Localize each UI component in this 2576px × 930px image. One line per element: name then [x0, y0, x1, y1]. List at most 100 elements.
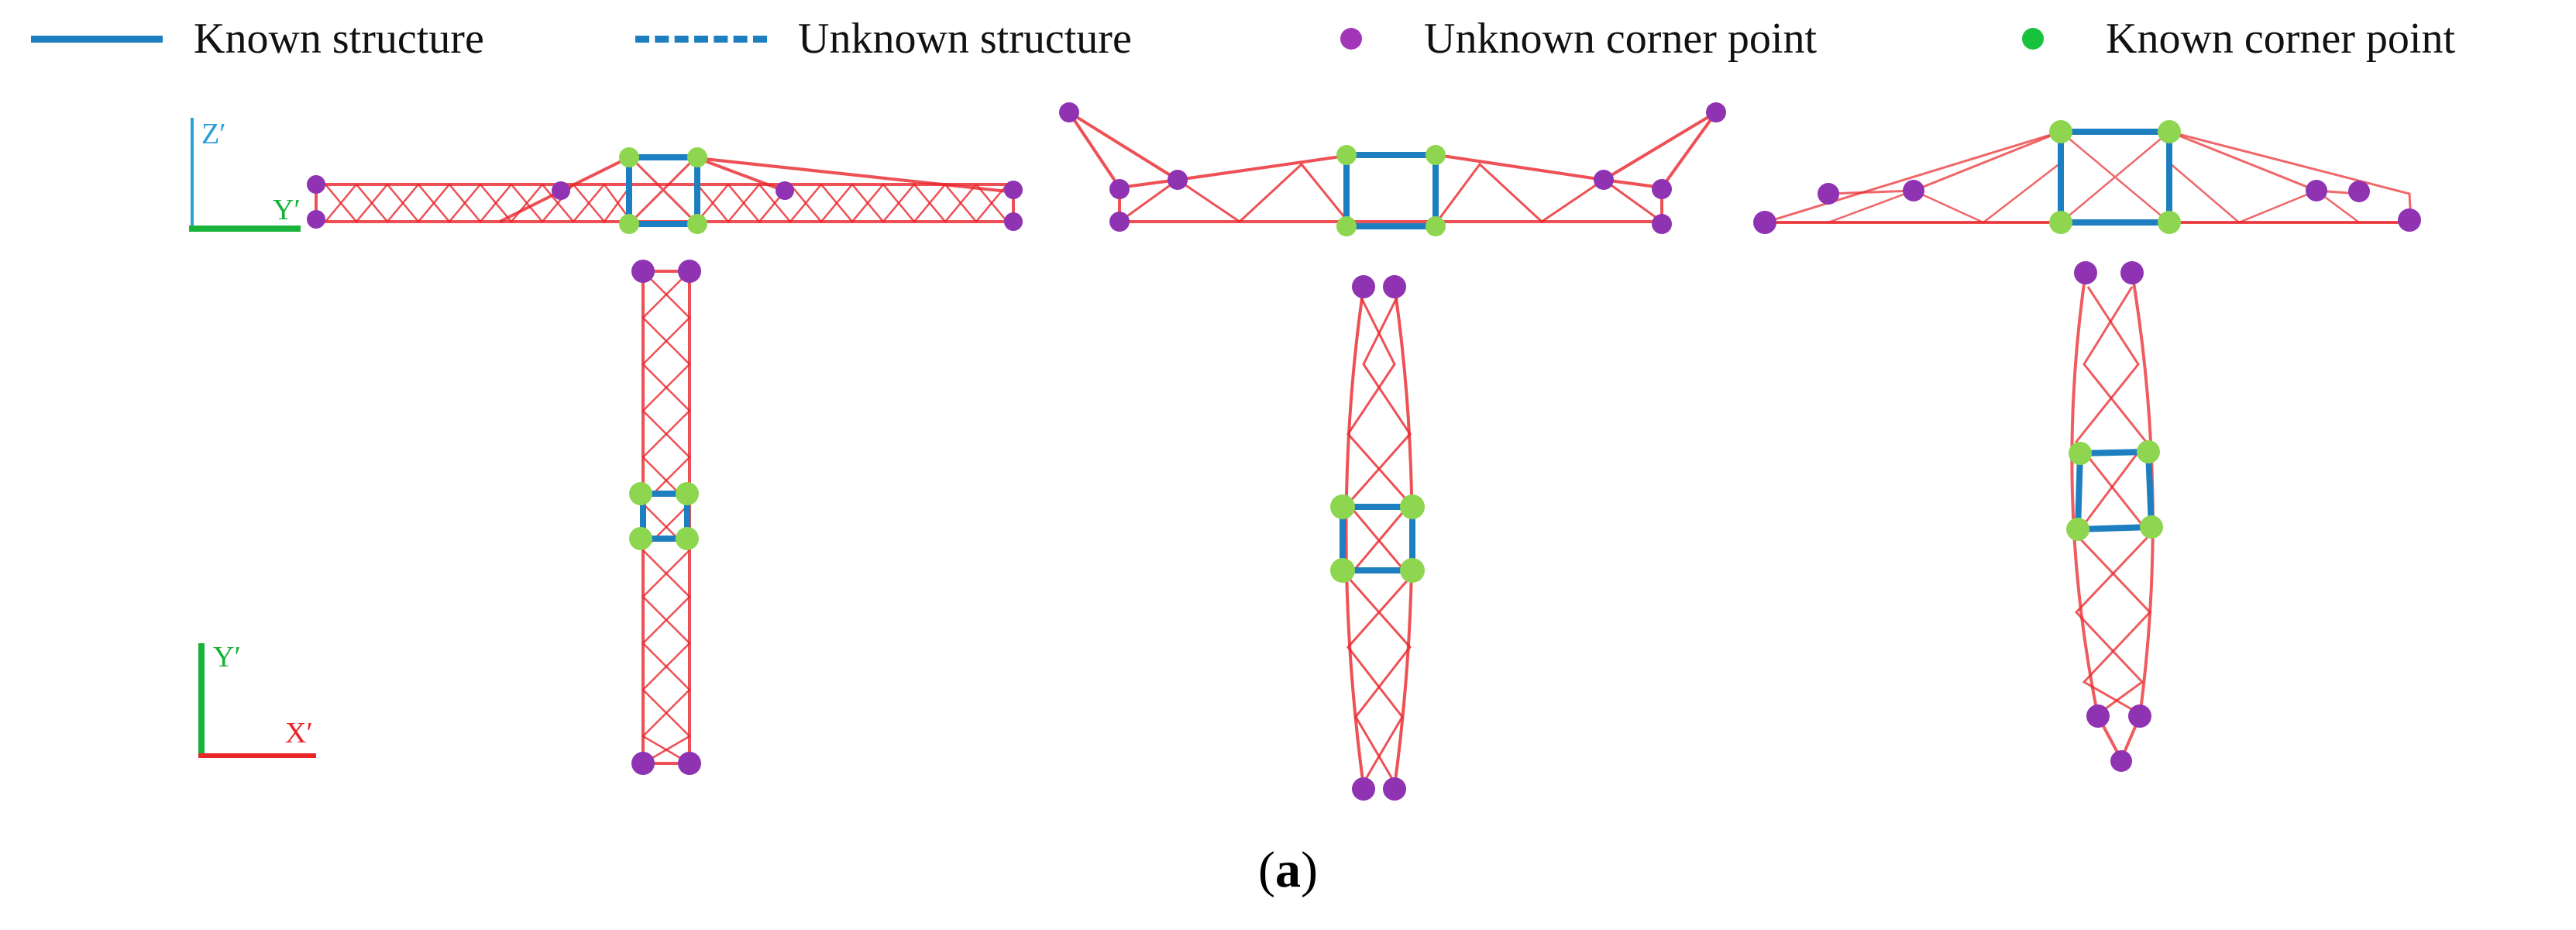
known-corner-point: [687, 147, 707, 167]
known-corner-point: [676, 482, 699, 505]
green-dot-swatch: [2022, 28, 2044, 50]
bottom-axis-indicator: Y′ X′: [198, 641, 316, 758]
unknown-corner-point: [1652, 179, 1672, 199]
known-corner-point: [619, 214, 639, 234]
legend-known-corner: Known corner point: [2022, 0, 2455, 78]
known-corner-point: [2158, 211, 2181, 234]
unknown-corner-point: [1109, 212, 1130, 232]
solid-line-swatch: [31, 35, 163, 43]
cab-known-box: [626, 154, 700, 227]
tower-box: [641, 270, 691, 765]
unknown-corner-point: [307, 175, 325, 194]
crane-3-known-points: [2049, 120, 2181, 541]
known-corner-point: [687, 214, 707, 234]
legend-label: Unknown structure: [798, 15, 1132, 63]
known-corner-point: [629, 527, 652, 550]
unknown-corner-point: [2110, 750, 2132, 772]
crane-1-unknown-points: [307, 175, 1023, 775]
jib-lattice-right: [696, 183, 1008, 223]
crane-3-unknown-points: [1753, 180, 2421, 772]
legend-unknown-corner: Unknown corner point: [1340, 0, 1817, 78]
jib-ends: [1119, 178, 1663, 189]
purple-dot-swatch: [1340, 28, 1362, 50]
known-corner-point: [2069, 442, 2092, 465]
known-corner-point: [1426, 145, 1446, 165]
crane-2-known-structure: [1340, 152, 1439, 574]
known-corner-point: [1336, 145, 1357, 165]
caption-open-paren: (: [1258, 842, 1275, 898]
unknown-corner-point: [1903, 180, 1924, 202]
unknown-corner-point: [1059, 102, 1079, 122]
x-axis-label: X′: [285, 717, 313, 749]
unknown-corner-point: [1352, 777, 1375, 801]
crane-2-known-points: [1330, 145, 1446, 583]
crane-2-tower-top-view: [1344, 286, 1414, 787]
known-corner-point: [1336, 216, 1357, 236]
dashed-line-swatch: [635, 35, 767, 43]
known-corner-point: [2049, 211, 2072, 234]
unknown-corner-point: [678, 752, 701, 775]
jib-lattice-left-cross: [325, 183, 633, 224]
unknown-corner-point: [2128, 704, 2151, 728]
legend-known-structure: Known structure: [31, 0, 484, 78]
unknown-corner-point: [776, 181, 794, 200]
unknown-corner-point: [1004, 181, 1023, 199]
unknown-corner-point: [1109, 179, 1130, 199]
caption-close-paren: ): [1301, 842, 1318, 898]
jib-lattice: [1828, 162, 2360, 224]
unknown-corner-point: [552, 181, 570, 200]
tower-known-box: [640, 491, 690, 542]
unknown-corner-point: [2086, 704, 2110, 728]
legend-label: Unknown corner point: [1424, 15, 1818, 63]
cab-cross: [2060, 131, 2170, 223]
known-corner-point: [1330, 558, 1355, 583]
unknown-corner-point: [1818, 183, 1839, 205]
jib-top-chord: [1068, 111, 1718, 182]
known-corner-point: [2137, 440, 2160, 463]
tower-lattice-cross: [641, 270, 692, 765]
tower-lattice-cross: [1346, 294, 1412, 784]
unknown-corner-point: [1383, 777, 1406, 801]
crane-2-jib-side-view: [1068, 111, 1718, 223]
legend-unknown-structure: Unknown structure: [635, 0, 1132, 78]
known-corner-point: [676, 527, 699, 550]
cab-cross: [630, 157, 696, 223]
known-corner-point: [1400, 494, 1425, 519]
known-corner-point: [1426, 216, 1446, 236]
tower-lattice: [641, 270, 691, 765]
unknown-corner-point: [1004, 212, 1023, 231]
caption-letter: a: [1275, 842, 1301, 898]
unknown-corner-point: [2398, 208, 2421, 232]
tower-left-edge: [1344, 286, 1365, 787]
known-corner-point: [2158, 120, 2181, 143]
unknown-corner-point: [2120, 261, 2144, 284]
unknown-corner-point: [2348, 181, 2370, 202]
jib-lattice-right-cross: [696, 183, 1008, 223]
unknown-corner-point: [1652, 214, 1672, 234]
legend: Known structure Unknown structure Unknow…: [0, 0, 2576, 78]
crane-3-jib-side-view: [1764, 130, 2413, 224]
crane-1-tower-top-view: [641, 270, 692, 765]
jib-outline: [1764, 130, 2413, 224]
unknown-corner-point: [1383, 275, 1406, 298]
jib-end-diagonals: [1119, 178, 1663, 223]
crane-3-tower-top-view: [2070, 272, 2155, 760]
crane-1-jib-side-view: [315, 157, 1016, 224]
cab-known-box: [2058, 129, 2172, 226]
jib-bottom-chord: [1068, 111, 1718, 223]
y-axis-label: Y′: [273, 194, 301, 226]
z-axis-label: Z′: [201, 118, 226, 150]
unknown-corner-point: [1352, 275, 1375, 298]
known-corner-point: [1330, 494, 1355, 519]
unknown-corner-point: [1753, 211, 1776, 234]
unknown-corner-point: [631, 260, 655, 283]
crane-1-known-structure: [626, 154, 700, 542]
jib-lattice: [1177, 162, 1604, 223]
crane-2-unknown-points: [1059, 102, 1726, 801]
crane-diagram: Z′ Y′ Y′ X′: [189, 102, 2421, 801]
known-corner-point: [2140, 515, 2163, 539]
tower-left-edge: [2070, 272, 2123, 760]
unknown-corner-point: [2306, 180, 2327, 202]
crane-3: [1753, 120, 2421, 772]
known-corner-point: [2066, 518, 2089, 541]
